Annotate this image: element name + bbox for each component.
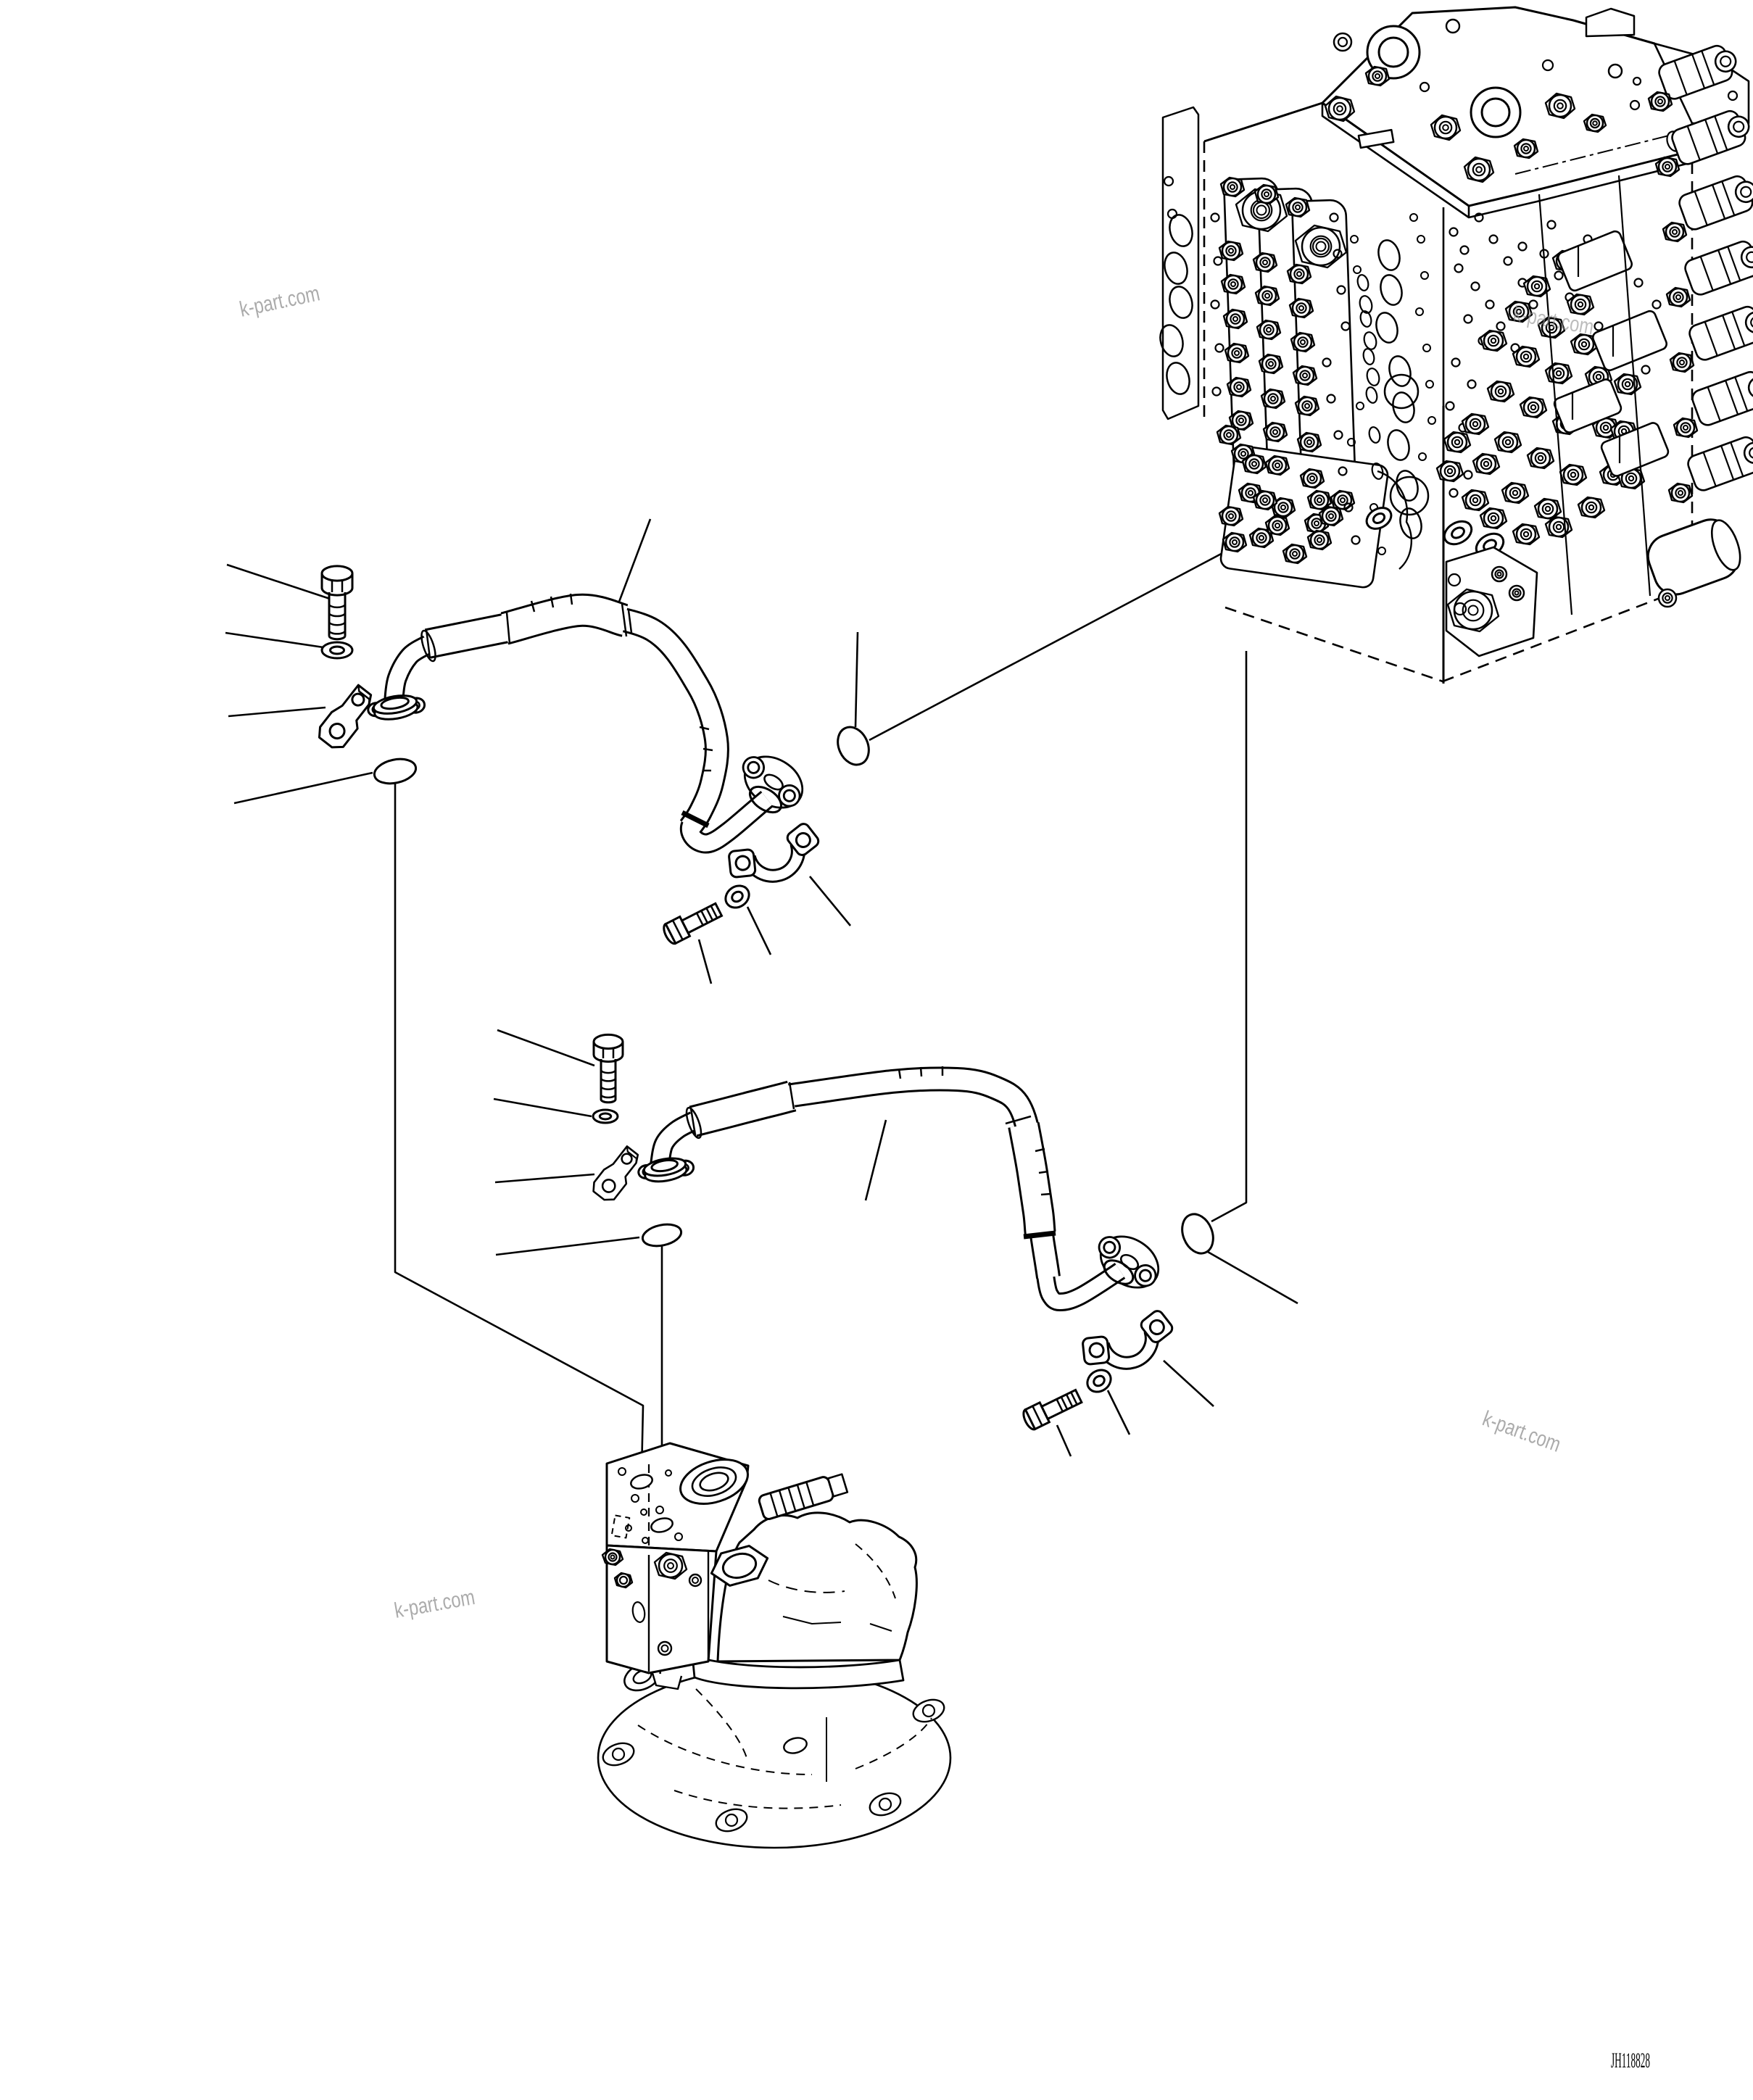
svg-text:JH118828: JH118828 — [1611, 2049, 1650, 2072]
